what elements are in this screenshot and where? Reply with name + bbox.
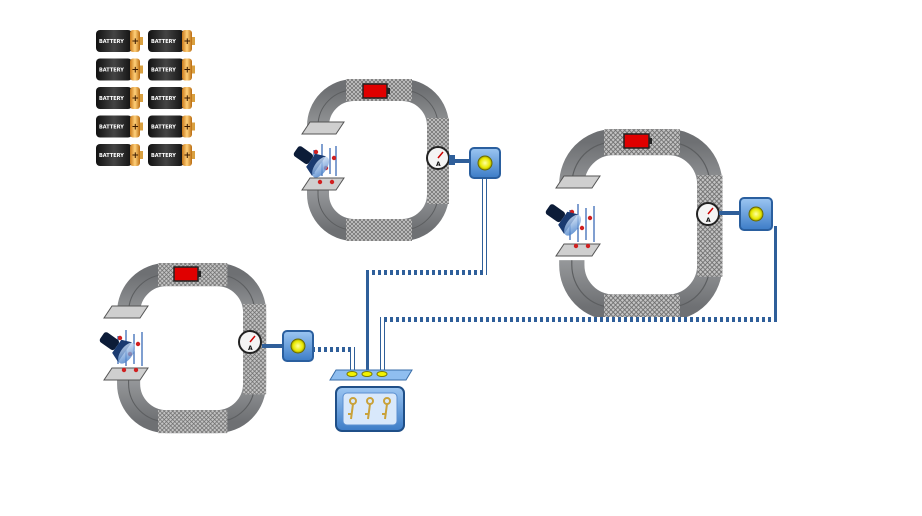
- battery-item[interactable]: BATTERY +: [148, 30, 195, 52]
- battery-charge-indicator: [173, 266, 201, 282]
- goal-lights: [346, 371, 388, 377]
- battery-terminal-label: +: [184, 37, 192, 47]
- flashlight-icon[interactable]: [289, 140, 332, 180]
- battery-item[interactable]: BATTERY +: [148, 58, 195, 81]
- battery-terminal-label: +: [132, 37, 140, 47]
- lamp-2: [739, 197, 773, 231]
- battery-terminal-label: +: [184, 151, 192, 161]
- lamp-3: [282, 330, 314, 362]
- battery-terminal-label: +: [132, 123, 140, 133]
- battery-terminal-label: +: [184, 123, 192, 133]
- svg-text:A: A: [248, 345, 253, 352]
- battery-item[interactable]: BATTERY +: [96, 115, 143, 138]
- svg-text:A: A: [706, 217, 711, 224]
- battery-label: BATTERY: [99, 125, 124, 131]
- battery-terminal-label: +: [132, 94, 140, 104]
- svg-text:A: A: [436, 161, 441, 168]
- battery-label: BATTERY: [151, 125, 176, 131]
- battery-label: BATTERY: [99, 96, 124, 102]
- battery-inventory: BATTERY + BATTERY + BATTERY + BATTERY + BATTERY +…: [96, 30, 195, 166]
- battery-item[interactable]: BATTERY +: [148, 87, 195, 109]
- goal-panel[interactable]: [329, 369, 413, 432]
- key-icon: [348, 397, 391, 420]
- battery-label: BATTERY: [99, 153, 124, 159]
- battery-label: BATTERY: [99, 39, 124, 45]
- connection-wires[interactable]: [312, 178, 777, 370]
- battery-label: BATTERY: [151, 68, 176, 74]
- battery-item[interactable]: BATTERY +: [96, 30, 143, 52]
- battery-item[interactable]: BATTERY +: [96, 144, 143, 166]
- battery-terminal-label: +: [132, 151, 140, 161]
- flashlight-icon[interactable]: [95, 326, 138, 366]
- circuit-2[interactable]: A: [541, 129, 722, 320]
- battery-terminal-label: +: [132, 66, 140, 76]
- ammeter: A: [238, 330, 262, 354]
- battery-charge-indicator: [623, 133, 652, 149]
- ammeter: A: [426, 146, 450, 170]
- flashlight-icon[interactable]: [541, 198, 584, 238]
- battery-label: BATTERY: [151, 153, 176, 159]
- battery-label: BATTERY: [99, 68, 124, 74]
- battery-item[interactable]: BATTERY +: [148, 144, 195, 166]
- battery-charge-indicator: [362, 83, 390, 99]
- ammeter: A: [696, 202, 720, 226]
- battery-item[interactable]: BATTERY +: [96, 87, 143, 109]
- battery-label: BATTERY: [151, 39, 176, 45]
- battery-terminal-label: +: [184, 66, 192, 76]
- lamp-1: [469, 147, 501, 179]
- meter-lamp-wires: [262, 155, 741, 348]
- circuit-3[interactable]: A: [95, 263, 266, 433]
- circuit-1[interactable]: A: [289, 79, 449, 241]
- battery-item[interactable]: BATTERY +: [148, 115, 195, 138]
- battery-terminal-label: +: [184, 94, 192, 104]
- battery-label: BATTERY: [151, 96, 176, 102]
- battery-item[interactable]: BATTERY +: [96, 58, 143, 81]
